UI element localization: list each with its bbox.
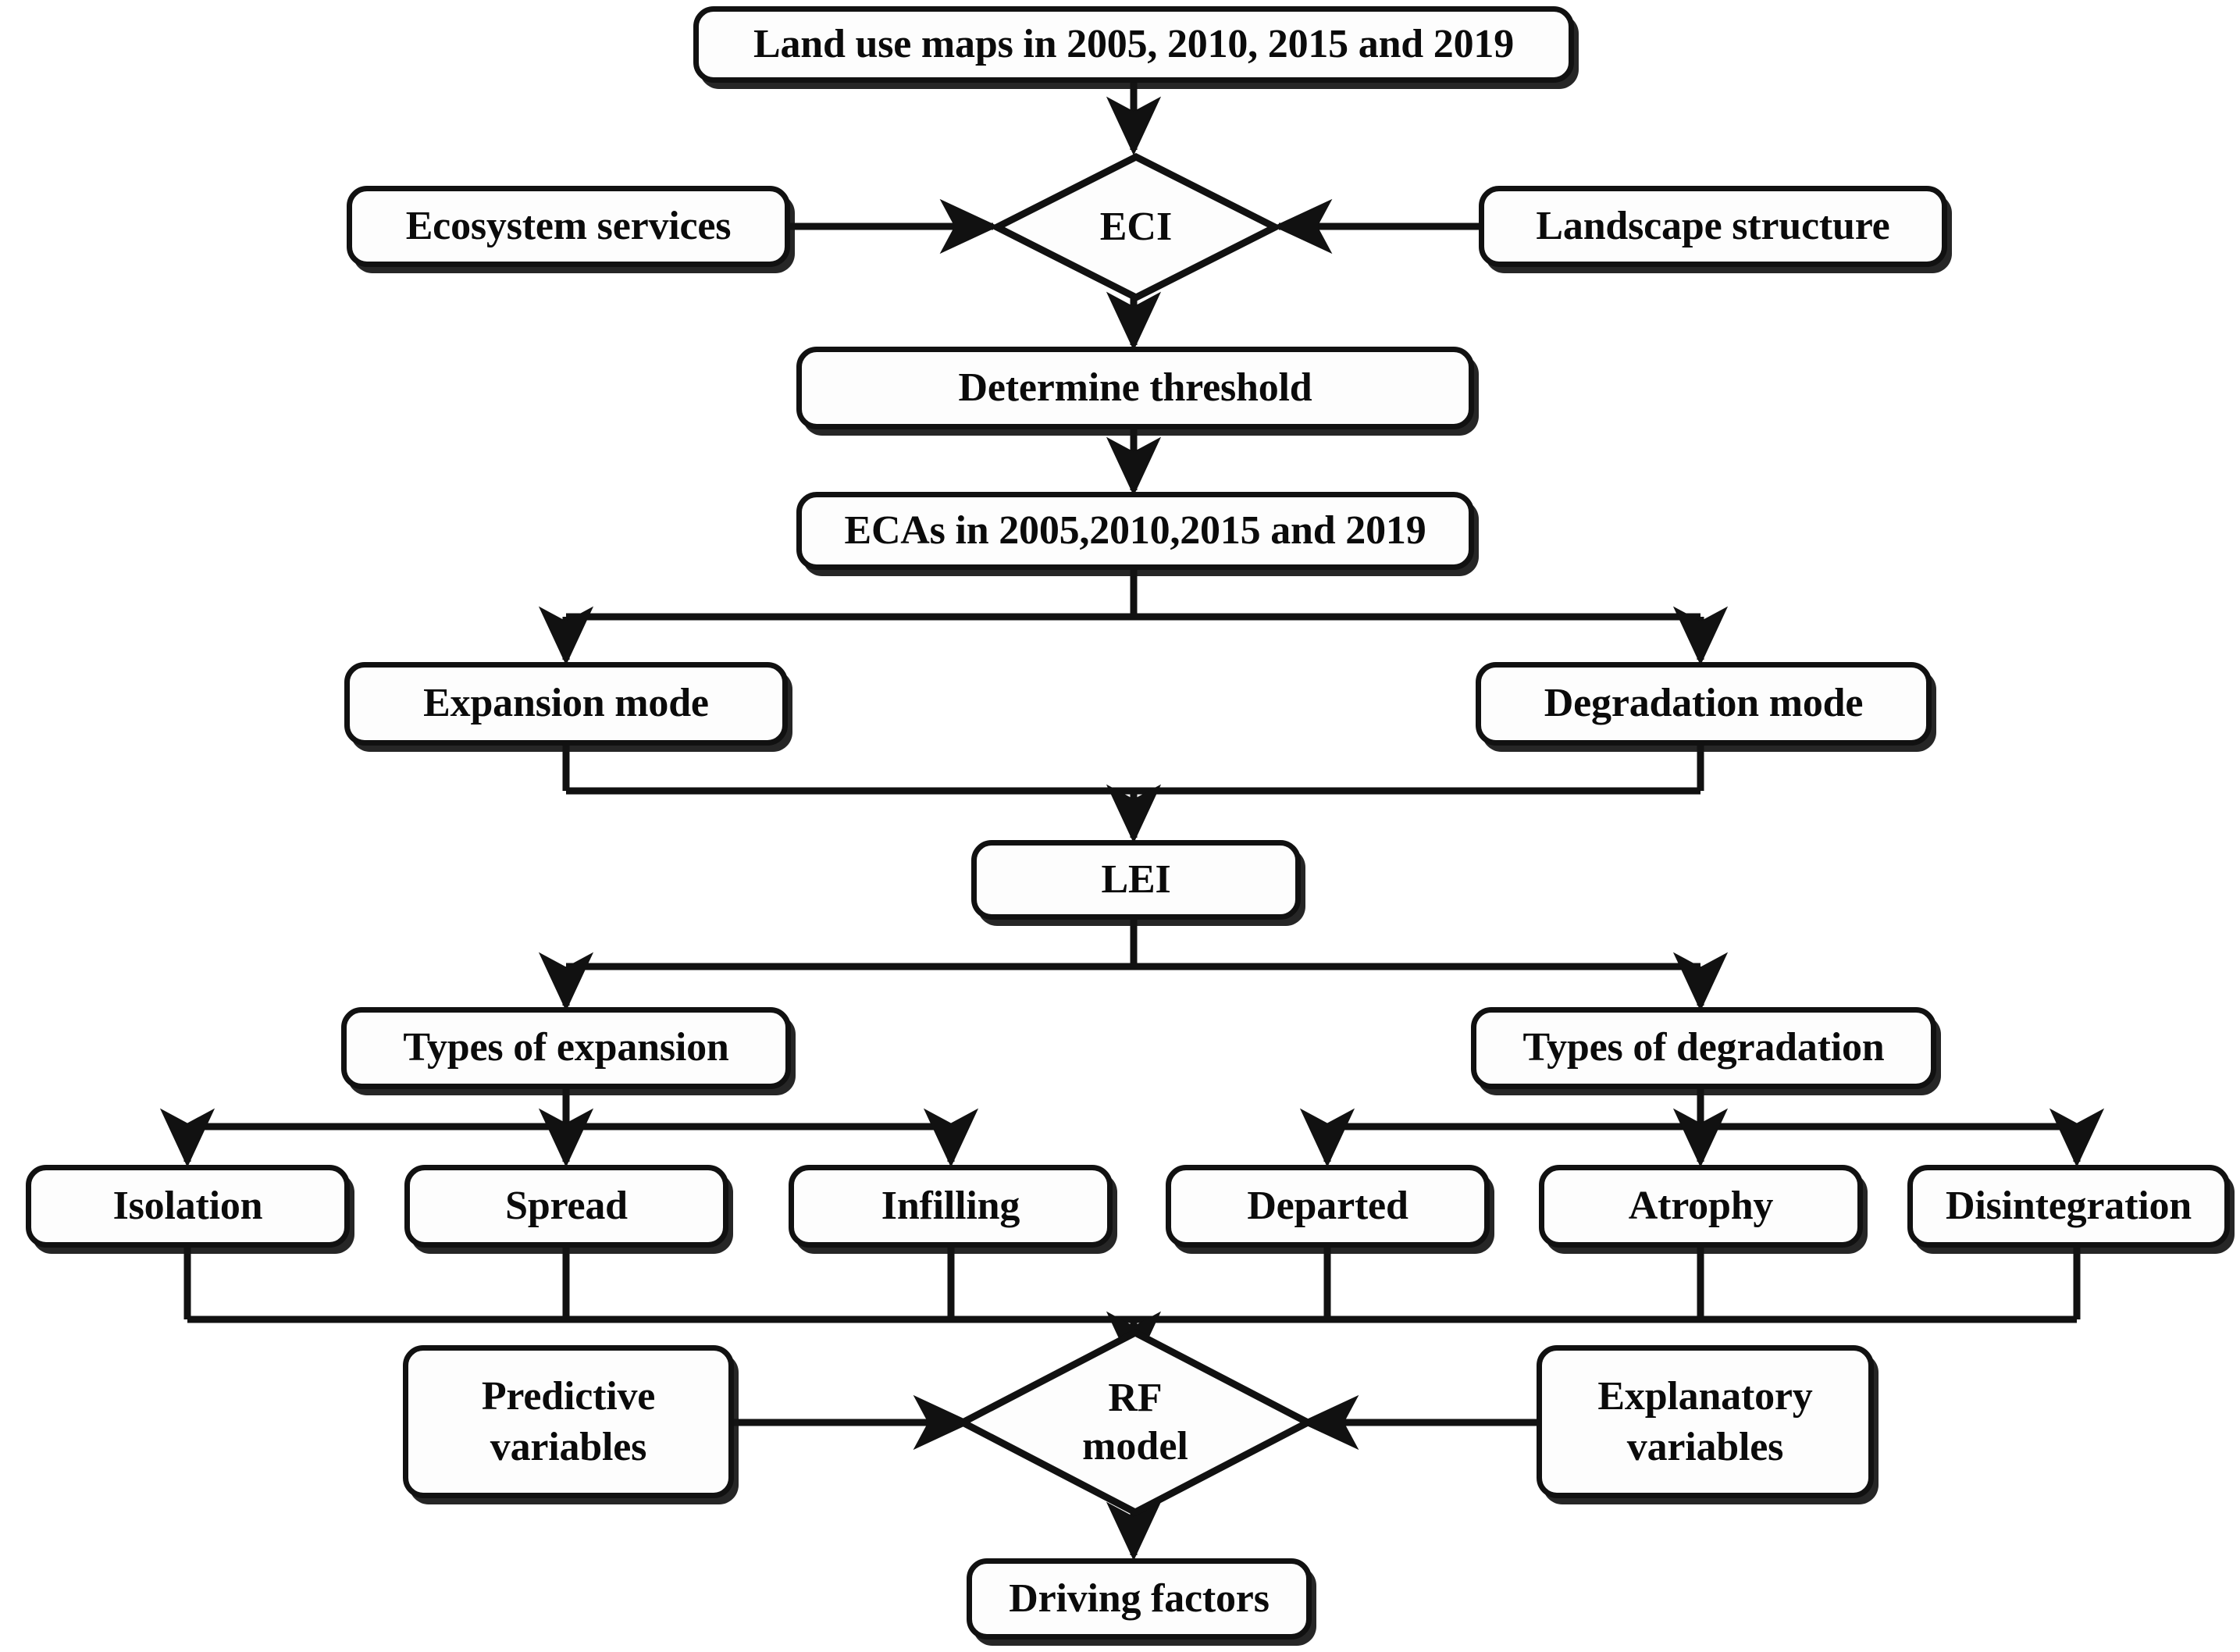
node-label: LEI [1101,856,1171,902]
node-label: ECAs in 2005,2010,2015 and 2019 [844,507,1426,553]
node-infilling[interactable]: Infilling [789,1165,1113,1248]
node-disintegration[interactable]: Disintegration [1907,1165,2230,1248]
node-land-use-maps[interactable]: Land use maps in 2005, 2010, 2015 and 20… [693,6,1574,83]
node-predictive-variables[interactable]: Predictive variables [403,1345,734,1498]
node-types-of-expansion[interactable]: Types of expansion [341,1007,791,1089]
node-label: Degradation mode [1544,681,1864,726]
node-isolation[interactable]: Isolation [26,1165,350,1248]
node-departed[interactable]: Departed [1166,1165,1490,1248]
node-lei[interactable]: LEI [971,840,1301,920]
node-label: Ecosystem services [405,203,732,248]
node-determine-threshold[interactable]: Determine threshold [796,347,1474,429]
node-ecosystem-services[interactable]: Ecosystem services [347,186,790,267]
node-label: Atrophy [1628,1183,1774,1228]
node-label: Driving factors [1009,1575,1270,1621]
node-label: Disintegration [1946,1183,2192,1228]
node-ecas[interactable]: ECAs in 2005,2010,2015 and 2019 [796,492,1474,570]
node-label: Types of expansion [403,1025,729,1070]
node-label-line2: variables [1626,1425,1784,1469]
node-label: Isolation [112,1183,263,1228]
node-label: Infilling [881,1183,1020,1228]
node-spread[interactable]: Spread [404,1165,728,1248]
node-rf-model[interactable]: RF model [959,1329,1312,1516]
node-label-line2: model [1082,1424,1188,1469]
node-label-line1: RF [1108,1375,1163,1420]
node-label: Expansion mode [423,681,709,726]
node-driving-factors[interactable]: Driving factors [967,1558,1312,1640]
node-label-line1: Explanatory [1597,1374,1813,1419]
node-label: Departed [1247,1183,1408,1228]
node-label: Spread [505,1183,628,1228]
node-label-line2: variables [490,1425,647,1469]
node-types-of-degradation[interactable]: Types of degradation [1471,1007,1936,1089]
node-expansion-mode[interactable]: Expansion mode [344,662,788,746]
node-label: Land use maps in 2005, 2010, 2015 and 20… [753,21,1515,66]
node-label-line1: Predictive [481,1374,656,1419]
node-atrophy[interactable]: Atrophy [1539,1165,1863,1248]
node-eci[interactable]: ECI [993,153,1279,301]
node-label: ECI [1099,204,1173,249]
node-label: Determine threshold [958,365,1312,410]
node-landscape-structure[interactable]: Landscape structure [1479,186,1947,267]
node-explanatory-variables[interactable]: Explanatory variables [1537,1345,1874,1498]
node-degradation-mode[interactable]: Degradation mode [1476,662,1932,746]
node-label: Landscape structure [1536,203,1890,248]
node-label: Types of degradation [1522,1025,1885,1070]
